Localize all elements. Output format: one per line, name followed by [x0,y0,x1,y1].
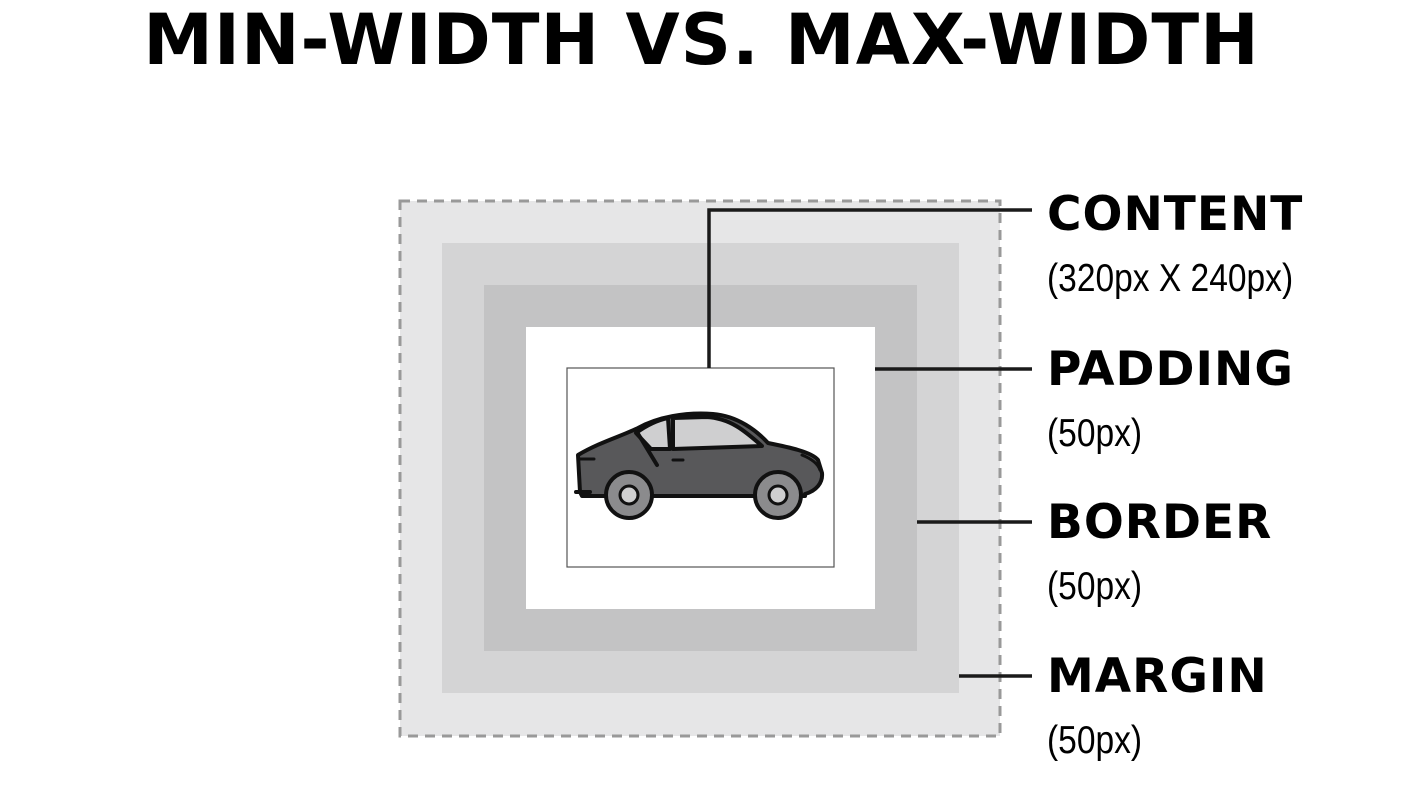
margin-size-label: (50px) [1047,719,1143,762]
margin-dashed-outline [398,199,1002,738]
content-leader-line [707,208,1032,368]
border-size-label: (50px) [1047,565,1143,608]
margin-label: MARGIN [1047,649,1268,704]
padding-label: PADDING [1047,342,1294,397]
car-icon [574,411,825,520]
content-label: CONTENT [1047,187,1304,242]
diagram-title: MIN-WIDTH VS. MAX-WIDTH [143,0,1260,81]
content-size-label: (320px X 240px) [1047,257,1294,300]
padding-size-label: (50px) [1047,412,1143,455]
border-label: BORDER [1047,495,1273,550]
